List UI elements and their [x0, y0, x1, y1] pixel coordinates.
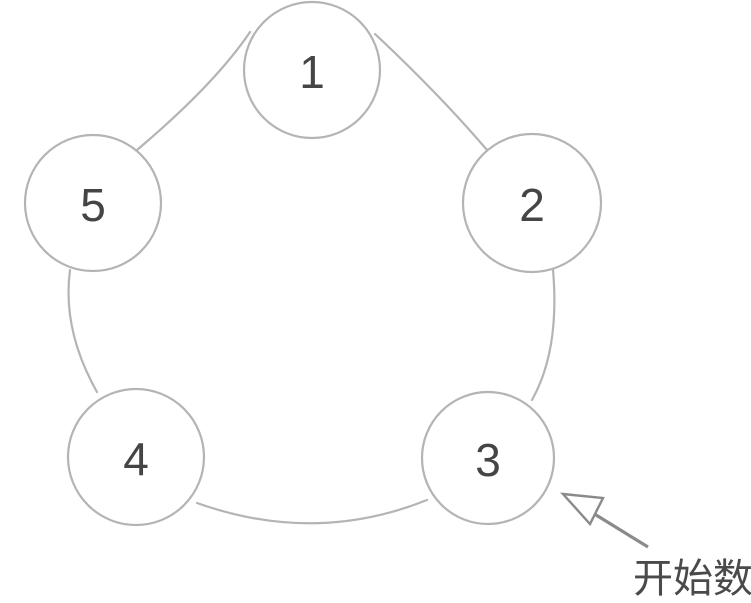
node-4[interactable]: 4: [66, 387, 206, 527]
node-2-circle[interactable]: [461, 132, 603, 274]
edge-1-to-2: [373, 32, 489, 152]
node-3-label: 3: [475, 434, 501, 486]
edge-4-to-5: [67, 268, 99, 394]
edge-3-to-4: [195, 498, 429, 525]
start-number-annotation-label: 开始数: [633, 556, 751, 602]
node-1[interactable]: 1: [242, 0, 382, 140]
start-pointer-arrow: [560, 492, 649, 549]
edge-2-to-3: [530, 268, 556, 402]
arrow-shaft: [587, 508, 649, 549]
edge-5-to-1: [135, 30, 252, 152]
node-4-label: 4: [123, 433, 149, 485]
node-2[interactable]: 2: [461, 132, 603, 274]
node-5[interactable]: 5: [23, 133, 163, 273]
arrow-head-icon: [560, 492, 605, 527]
node-3-circle[interactable]: [420, 390, 556, 526]
node-5-circle[interactable]: [23, 133, 163, 273]
node-3[interactable]: 3: [420, 390, 556, 526]
node-1-circle[interactable]: [242, 0, 382, 140]
node-1-label: 1: [299, 46, 325, 98]
node-2-label: 2: [519, 179, 545, 231]
ring-edges-group: [67, 30, 556, 525]
node-4-circle[interactable]: [66, 387, 206, 527]
node-5-label: 5: [80, 179, 106, 231]
